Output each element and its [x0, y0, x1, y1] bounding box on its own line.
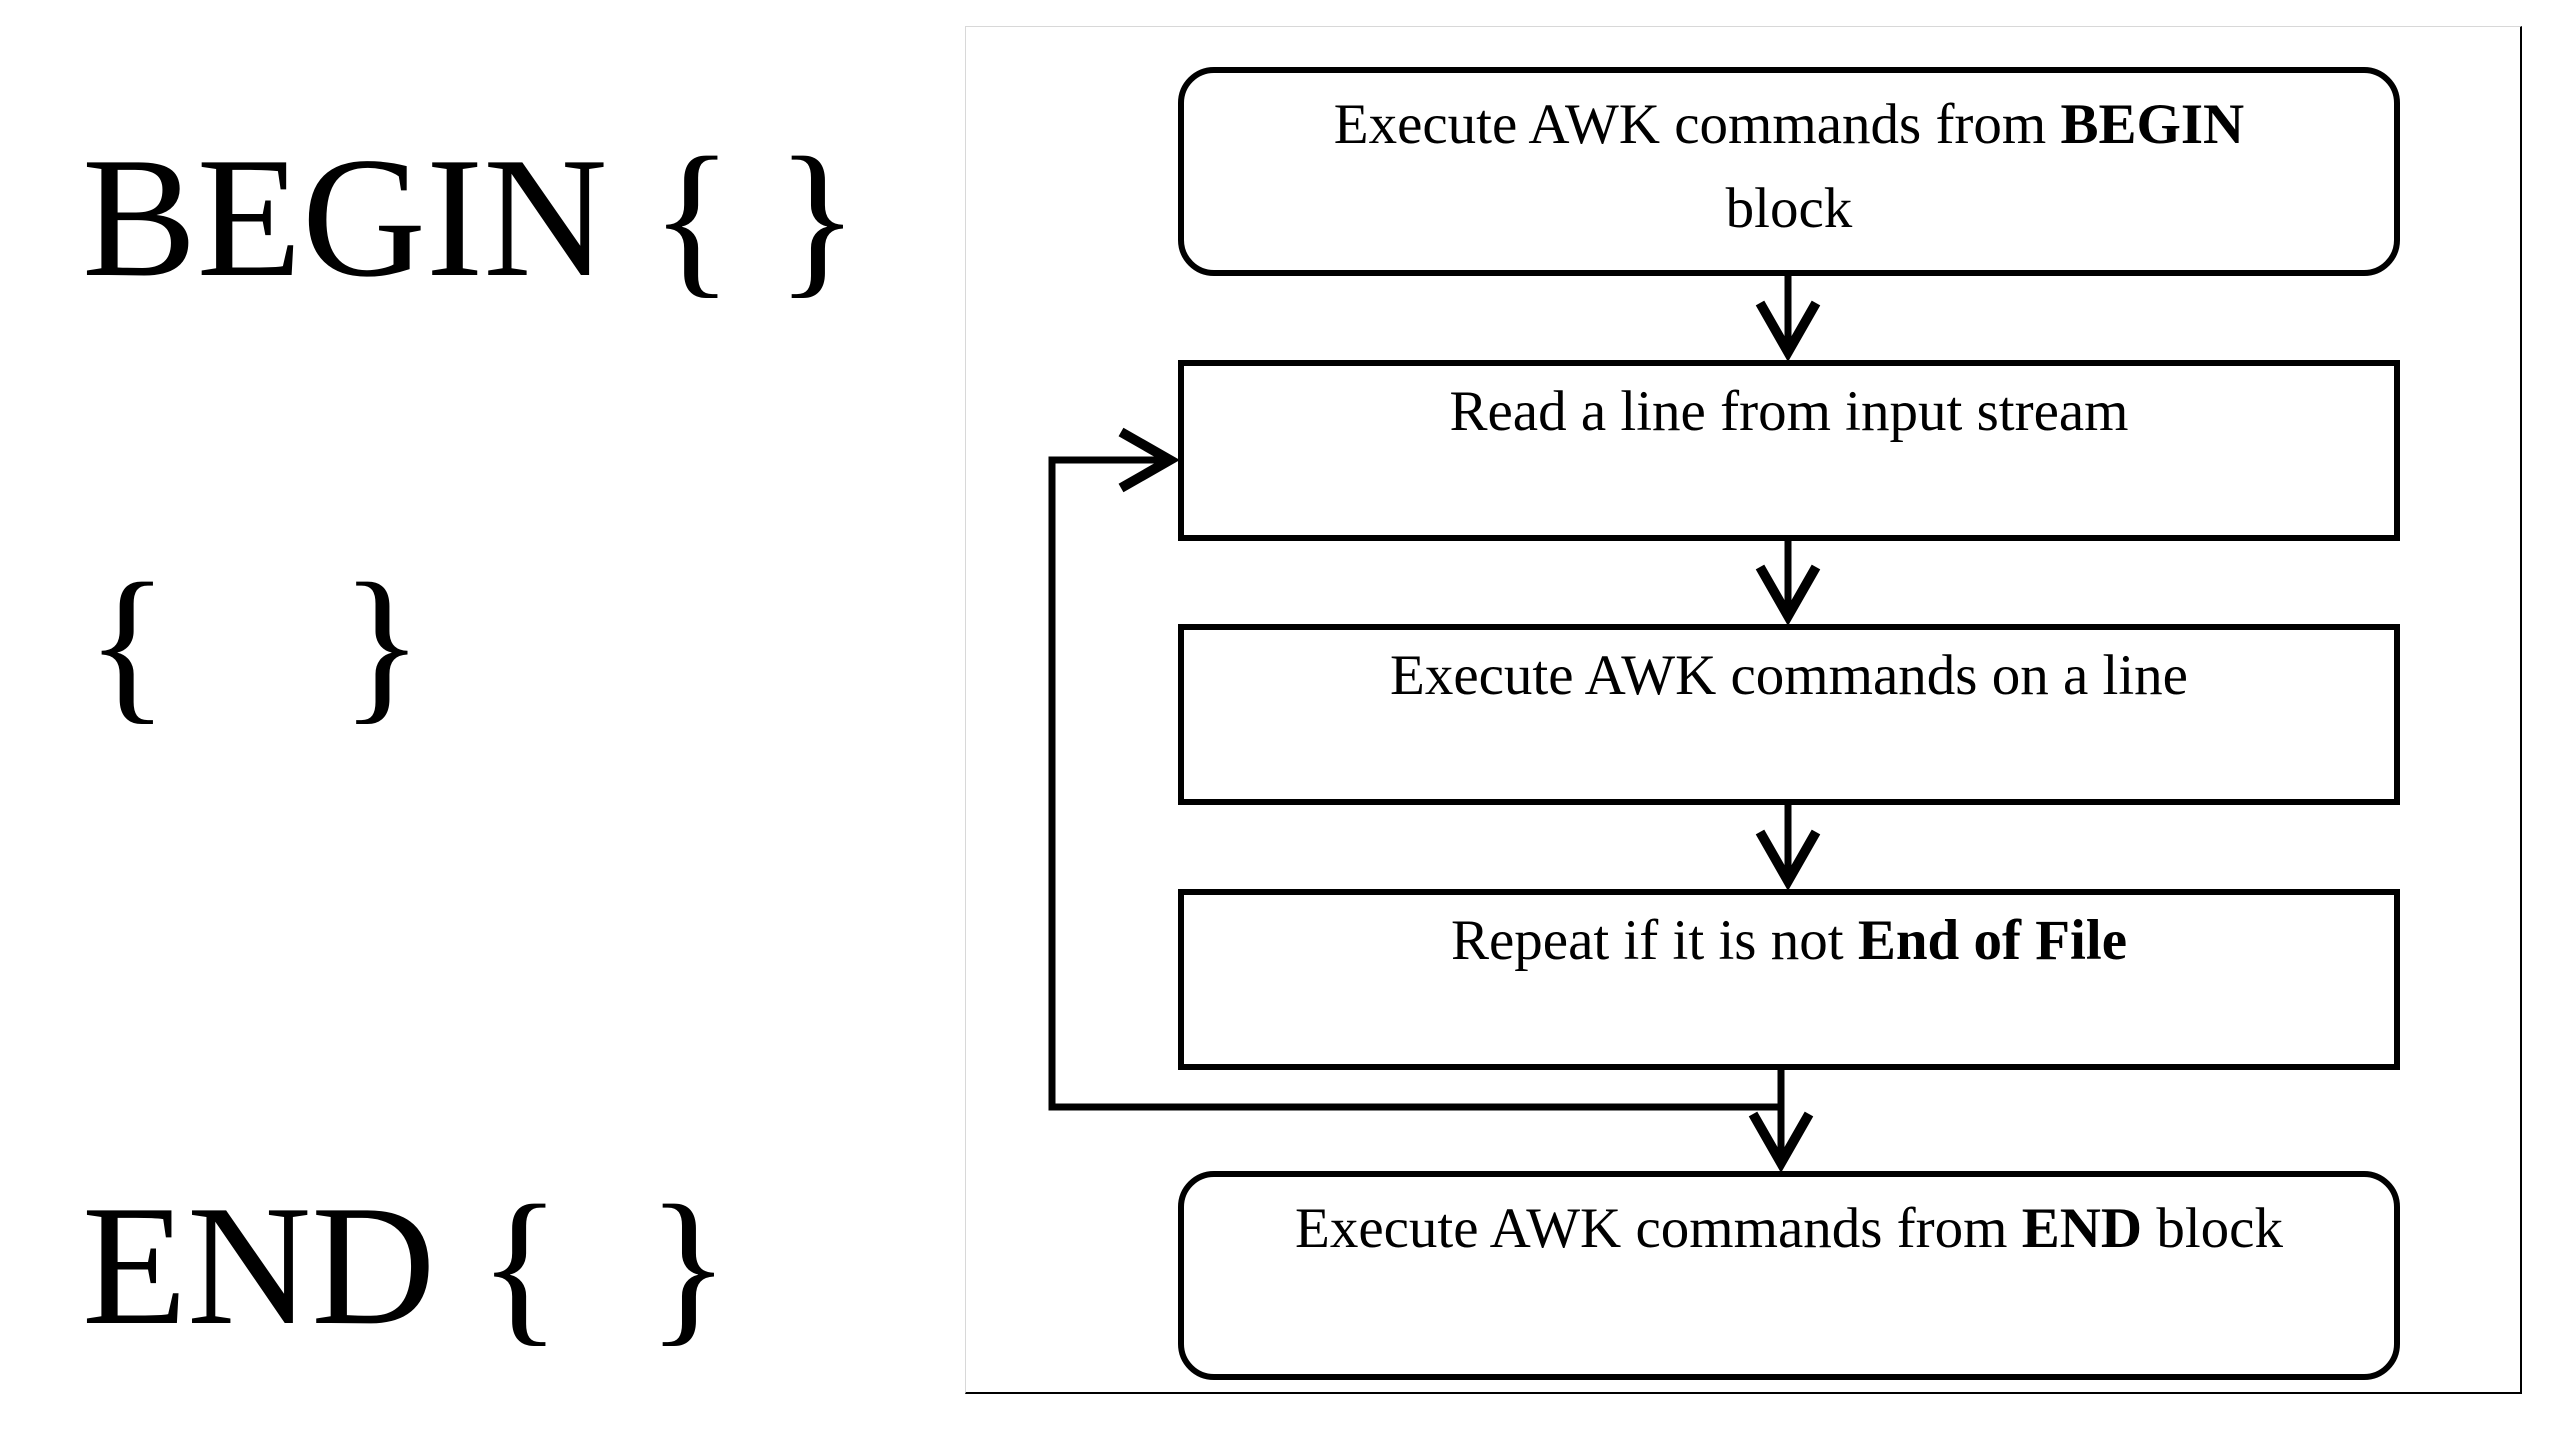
- flow-box-begin-text-2: block: [1725, 177, 1853, 240]
- arrow-loop-back-to-read: [1048, 427, 1781, 1111]
- main-block-label: { }: [86, 549, 424, 739]
- flow-box-end: Execute AWK commands from END block: [1178, 1171, 2400, 1380]
- flow-box-read-line: Read a line from input stream: [1178, 360, 2400, 541]
- flow-box-repeat-text: Repeat if it is not: [1450, 909, 1858, 972]
- flow-box-begin-keyword: BEGIN: [2060, 93, 2245, 156]
- flow-box-begin-text: Execute AWK commands from: [1333, 93, 2061, 156]
- flow-box-repeat: Repeat if it is not End of File: [1178, 889, 2400, 1070]
- flow-box-end-text: Execute AWK commands from: [1295, 1197, 2022, 1260]
- end-block-label: END { }: [82, 1171, 730, 1361]
- flow-box-read-line-text: Read a line from input stream: [1449, 380, 2129, 443]
- begin-block-label: BEGIN { }: [82, 123, 859, 313]
- flow-box-execute-line-text: Execute AWK commands on a line: [1390, 644, 2188, 707]
- flow-box-execute-line: Execute AWK commands on a line: [1178, 624, 2400, 805]
- flowchart-panel: [965, 26, 2522, 1394]
- flow-box-begin: Execute AWK commands from BEGIN block: [1178, 67, 2400, 276]
- flow-box-end-text-2: block: [2142, 1197, 2283, 1260]
- flow-box-end-keyword: END: [2021, 1197, 2143, 1260]
- flow-box-repeat-keyword: End of File: [1857, 909, 2128, 972]
